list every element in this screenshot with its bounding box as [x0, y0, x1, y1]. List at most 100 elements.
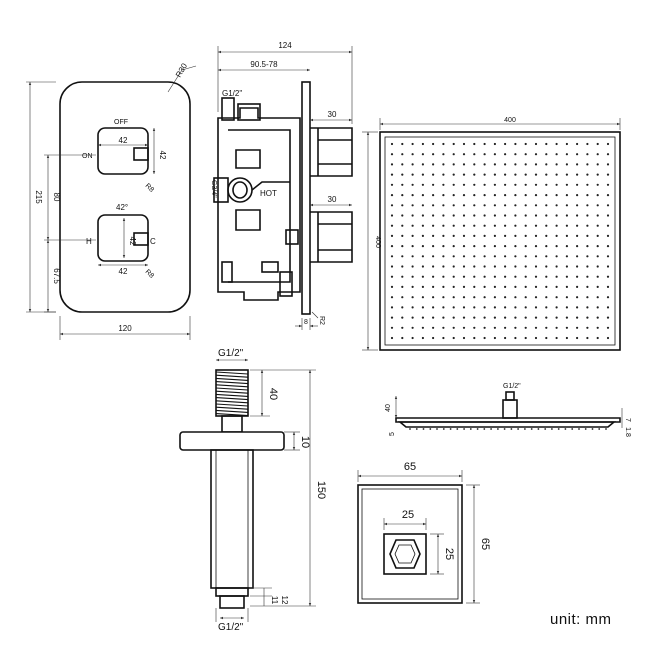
nozzle-dot	[504, 163, 507, 166]
nozzle-dot	[596, 296, 599, 299]
nozzle-dot	[545, 234, 548, 237]
nozzle-dot	[483, 234, 486, 237]
inlet-connector-top	[237, 103, 261, 121]
nozzle-dot	[565, 296, 569, 299]
profile-nozzle-dot	[517, 428, 519, 430]
profile-nozzle-dot	[571, 428, 574, 430]
nozzle-dot	[565, 316, 569, 319]
nozzle-dot	[473, 234, 476, 237]
nozzle-dot	[586, 255, 589, 258]
nozzle-dot	[545, 326, 548, 329]
nozzle-dot	[504, 183, 507, 186]
nozzle-dot	[504, 153, 507, 156]
nozzle-dot	[596, 275, 599, 278]
nozzle-dot	[473, 275, 476, 278]
nozzle-dot	[411, 194, 414, 197]
nozzle-dot	[432, 255, 435, 258]
nozzle-dot	[606, 336, 610, 340]
nozzle-dot	[452, 194, 455, 197]
head-connector-thread	[505, 391, 515, 401]
nozzle-dot	[462, 153, 466, 156]
nozzle-dot	[432, 285, 435, 288]
nozzle-dot	[545, 296, 548, 299]
nozzle-dot	[421, 163, 424, 166]
nozzle-dot	[483, 316, 486, 319]
nozzle-dot	[545, 245, 548, 248]
nozzle-dot	[432, 173, 435, 176]
nozzle-dot	[452, 275, 455, 278]
nozzle-dot	[555, 142, 558, 146]
nozzle-dot	[442, 316, 445, 319]
top-button-outline	[97, 127, 149, 175]
nozzle-dot	[534, 194, 538, 197]
nozzle-dot	[565, 214, 569, 217]
profile-nozzle-dot	[456, 428, 459, 430]
nozzle-dot	[493, 306, 496, 309]
nozzle-dot	[442, 245, 445, 248]
nozzle-dot	[452, 234, 455, 237]
nozzle-dot	[473, 336, 476, 340]
nozzle-dot	[565, 224, 569, 227]
nozzle-dot	[401, 224, 404, 227]
g12-body-label: G1/2"	[222, 89, 242, 98]
flange-width-label: 65	[404, 461, 416, 473]
nozzle-dot	[390, 255, 394, 258]
nozzle-dot	[493, 224, 496, 227]
nozzle-dot	[576, 224, 579, 227]
nozzle-dot	[545, 142, 548, 146]
nozzle-dot	[524, 224, 527, 227]
nozzle-grid	[390, 142, 610, 340]
nozzle-dot	[442, 306, 445, 309]
nozzle-dot	[411, 255, 414, 258]
nozzle-dot	[586, 306, 589, 309]
nozzle-dot	[606, 306, 610, 309]
nozzle-dot	[432, 153, 435, 156]
nozzle-dot	[462, 142, 466, 146]
nozzle-dot	[421, 234, 424, 237]
nozzle-dot	[545, 336, 548, 340]
nozzle-dot	[452, 306, 455, 309]
nozzle-dot	[596, 173, 599, 176]
nozzle-dot	[606, 316, 610, 319]
nozzle-dot	[493, 142, 496, 146]
profile-nozzle-dot	[497, 428, 499, 430]
nozzle-dot	[493, 183, 496, 186]
body-port-side	[285, 229, 299, 245]
nozzle-dot	[524, 255, 527, 258]
nozzle-dot	[390, 336, 394, 340]
nozzle-dot	[483, 275, 486, 278]
nozzle-dot	[432, 306, 435, 309]
nozzle-dot	[514, 245, 517, 248]
nozzle-dot	[442, 234, 445, 237]
nozzle-dot	[483, 153, 486, 156]
nozzle-dot	[473, 163, 476, 166]
nozzle-dot	[390, 224, 394, 227]
profile-nozzles	[409, 428, 607, 430]
nozzle-dot	[462, 194, 466, 197]
plate-width-label: 120	[118, 324, 132, 333]
arm-thread-label: 40	[267, 388, 279, 400]
nozzle-dot	[462, 214, 466, 217]
nozzle-dot	[514, 194, 517, 197]
nozzle-dot	[534, 173, 538, 176]
nozzle-dot	[586, 163, 589, 166]
nozzle-dot	[432, 142, 435, 146]
nozzle-dot	[514, 214, 517, 217]
nozzle-dot	[390, 142, 394, 146]
nozzle-dot	[534, 316, 538, 319]
nozzle-dot	[596, 194, 599, 197]
nozzle-dot	[576, 275, 579, 278]
profile-nozzle-dot	[530, 428, 533, 430]
nozzle-dot	[493, 275, 496, 278]
nozzle-dot	[483, 336, 486, 340]
profile-nozzle-dot	[503, 428, 506, 430]
profile-nozzle-dot	[598, 428, 601, 430]
top-button-tab	[133, 147, 149, 161]
nozzle-dot	[534, 296, 538, 299]
nozzle-dot	[452, 265, 455, 268]
nozzle-dot	[411, 316, 414, 319]
nozzle-dot	[514, 234, 517, 237]
nozzle-dot	[514, 142, 517, 146]
nozzle-dot	[555, 194, 558, 197]
nozzle-dot	[411, 336, 414, 340]
